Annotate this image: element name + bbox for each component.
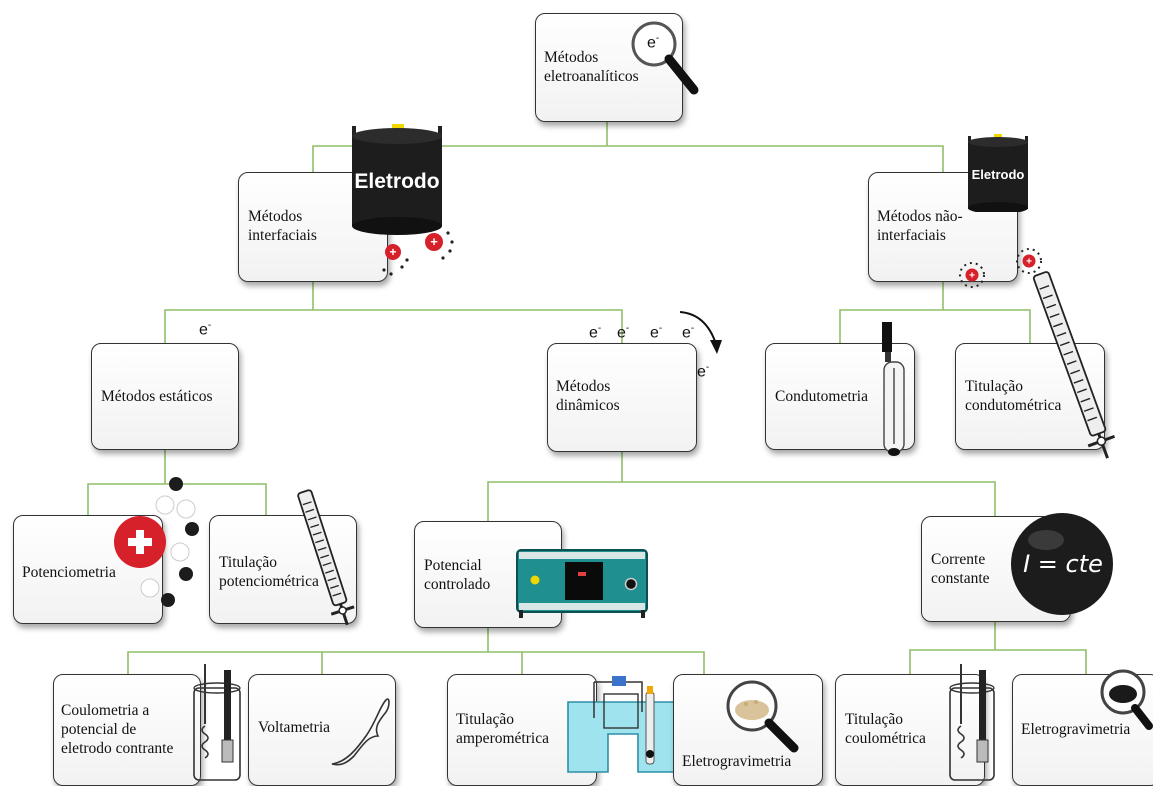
node-dinamicos bbox=[547, 343, 697, 452]
cation-icon: + bbox=[425, 231, 454, 260]
svg-text:+: + bbox=[1026, 257, 1032, 268]
electron-symbol-dynamic-1: e- bbox=[589, 323, 602, 342]
electrode-small-text: Eletrodo bbox=[971, 167, 1025, 182]
svg-text:+: + bbox=[430, 234, 438, 249]
node-titulacao-coulometrica-label: Titulação coulométrica bbox=[845, 711, 926, 747]
burette-icon bbox=[297, 489, 355, 626]
electrochemical-cell-icon bbox=[193, 664, 241, 781]
electrode-large-text: Eletrodo bbox=[354, 170, 440, 193]
electron-symbol-static: e- bbox=[199, 320, 212, 339]
node-interfaciais-label: Métodos interfaciais bbox=[248, 208, 317, 244]
powder-magnifier-icon bbox=[726, 680, 799, 753]
node-titulacao-amperometrica-label: Titulação amperométrica bbox=[456, 711, 549, 747]
node-eletrogravimetria-1-label: Eletrogravimetria bbox=[682, 753, 792, 770]
cation-icon: + bbox=[382, 244, 409, 276]
electron-symbol-dynamic-5: e- bbox=[697, 362, 710, 381]
node-titulacao-potenciometrica-label: Titulação potenciométrica bbox=[219, 554, 319, 590]
svg-text:+: + bbox=[389, 245, 396, 259]
cation-icon: + bbox=[959, 262, 985, 288]
svg-text:+: + bbox=[969, 271, 975, 282]
root-electron-symbol: e- bbox=[647, 33, 660, 52]
potentiostat-icon bbox=[516, 549, 648, 618]
burette-icon bbox=[1032, 271, 1116, 459]
node-eletrogravimetria-2-label: Eletrogravimetria bbox=[1021, 721, 1131, 738]
node-coulometria-potencial-label: Coulometria a potencial de eletrodo cont… bbox=[61, 702, 174, 757]
node-dinamicos-label: Métodos dinâmicos bbox=[556, 378, 620, 414]
node-voltametria-label: Voltametria bbox=[258, 719, 331, 736]
electron-symbol-dynamic-3: e- bbox=[650, 323, 663, 342]
formula-text: I = cte bbox=[1023, 550, 1103, 578]
node-estaticos bbox=[91, 343, 239, 450]
node-nao-interfaciais-label: Métodos não- interfaciais bbox=[877, 208, 963, 244]
node-titulacao-condutometrica-label: Titulação condutométrica bbox=[965, 378, 1062, 414]
electron-symbol-dynamic-2: e- bbox=[617, 323, 630, 342]
formula-sphere-icon bbox=[1011, 513, 1113, 615]
electrode-cylinder-icon bbox=[968, 134, 1028, 212]
electrochemical-cell-icon bbox=[949, 664, 995, 781]
node-estaticos-label: Métodos estáticos bbox=[101, 388, 213, 405]
node-corrente-constante-label: Corrente constante bbox=[931, 551, 990, 587]
magnifier-icon bbox=[631, 21, 699, 95]
curved-arrow-icon bbox=[679, 311, 722, 354]
node-potenciometria-label: Potenciometria bbox=[22, 564, 116, 581]
node-condutometria-label: Condutometria bbox=[775, 388, 868, 405]
node-potencial-controlado-label: Potencial controlado bbox=[424, 557, 491, 593]
cyclic-voltammogram-icon bbox=[331, 698, 390, 766]
ion-spheres-icon bbox=[114, 477, 199, 607]
connector-group bbox=[87, 122, 1087, 674]
node-voltametria bbox=[248, 674, 396, 786]
node-root-label: Métodos eletroanalíticos bbox=[544, 49, 639, 85]
electrode-cylinder-icon bbox=[352, 124, 442, 235]
electrochemical-cell-icon bbox=[567, 676, 677, 773]
node-eletrogravimetria-2 bbox=[1012, 674, 1153, 786]
conductivity-probe-icon bbox=[882, 322, 905, 456]
powder-magnifier-icon bbox=[1100, 669, 1153, 730]
cation-icon: + bbox=[1016, 248, 1042, 274]
electron-symbol-dynamic-4: e- bbox=[682, 323, 695, 342]
